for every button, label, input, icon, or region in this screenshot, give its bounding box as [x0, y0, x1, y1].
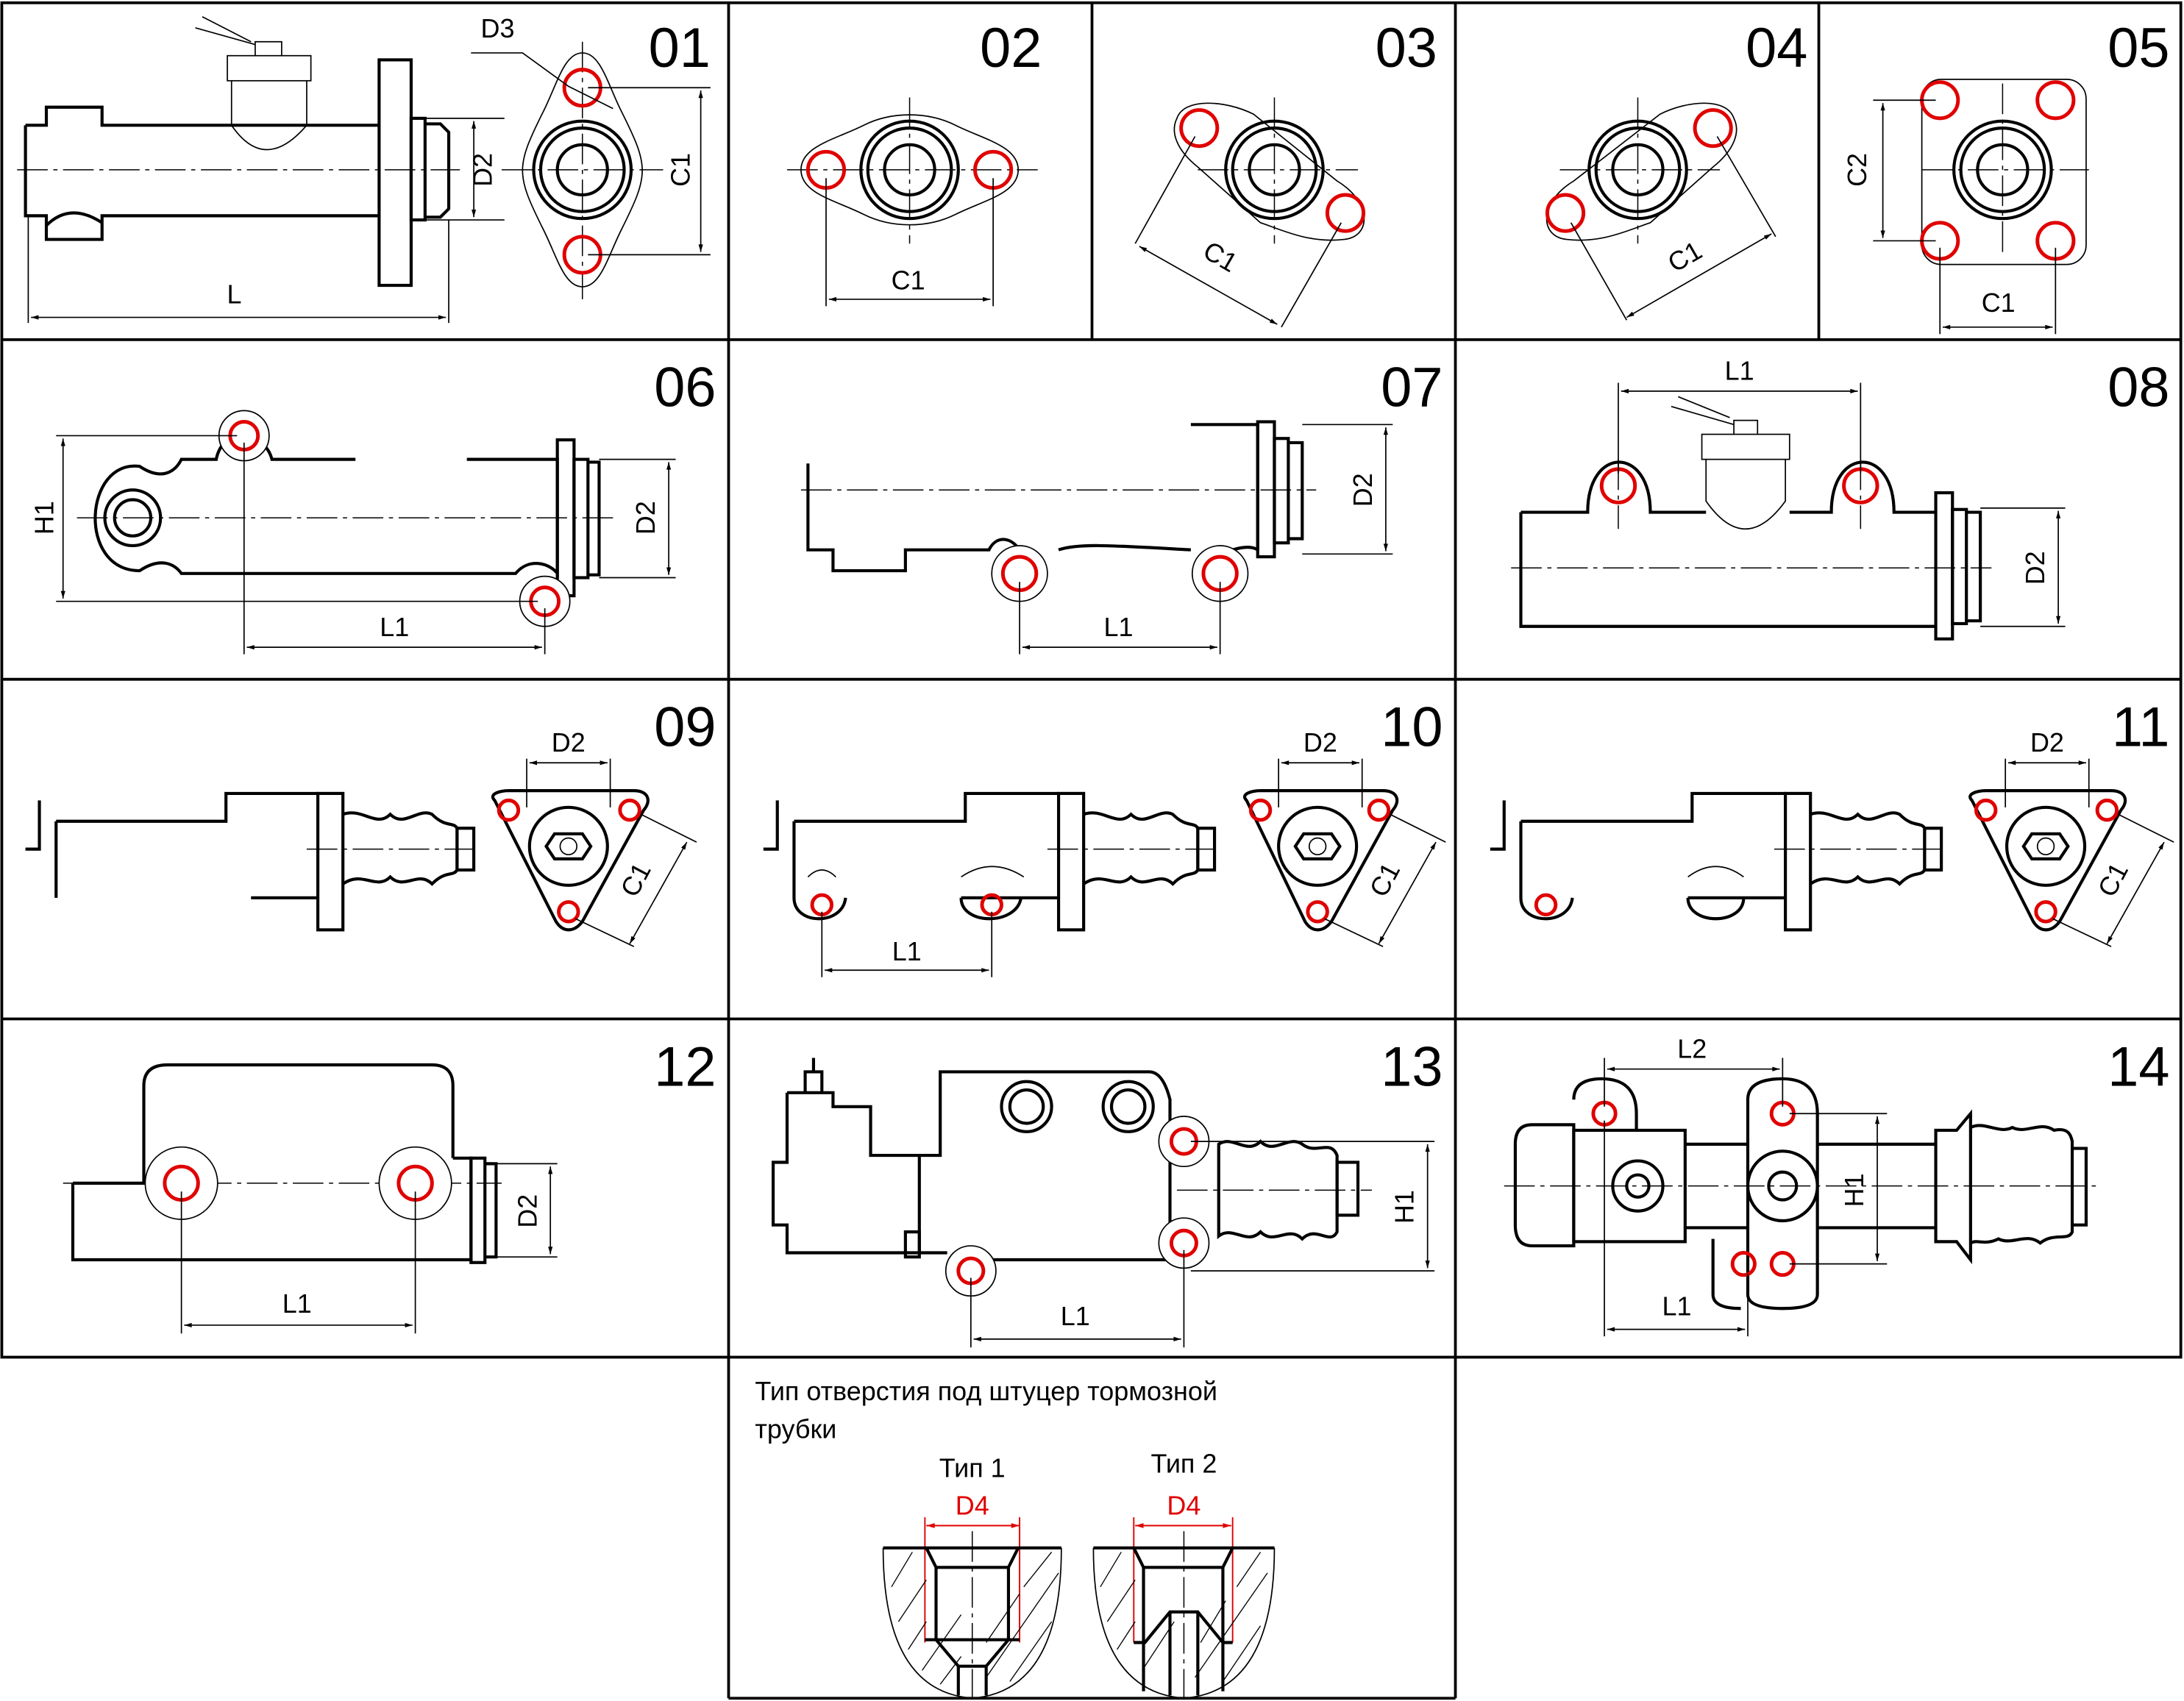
cell-01: 01 D3 D2 C1 L: [17, 13, 711, 324]
type-2-d4: D4: [1167, 1490, 1201, 1520]
dim-d2: D2: [512, 1194, 542, 1228]
dim-l1: L1: [892, 936, 922, 966]
dim-l2: L2: [1677, 1034, 1707, 1064]
type-1-section: Тип 1 D4: [882, 1452, 1062, 1701]
cell-number: 11: [2112, 696, 2170, 759]
mount-hole: [1248, 798, 1273, 822]
cell-11: 11 D2 C1: [1490, 696, 2174, 947]
mount-hole: [1306, 900, 1329, 924]
dim-h1: H1: [1839, 1173, 1869, 1207]
cell-02: 02 C1: [786, 17, 1042, 307]
dim-d2: D2: [552, 727, 586, 757]
cell-14: 14 L2 H1 L1: [1504, 1034, 2170, 1337]
mount-hole: [1179, 108, 1220, 149]
cell-10: 10 L1 D2 C1: [763, 696, 1446, 977]
cell-08: 08 L1 D2: [1511, 356, 2170, 641]
mount-hole: [1325, 193, 1366, 233]
dim-c1: C1: [1662, 235, 1707, 278]
fitting-hole-types: Тип отверстия под штуцер тормозной трубк…: [755, 1376, 1276, 1701]
cell-06: 06 H1 D2 L1: [29, 357, 716, 655]
dim-h1: H1: [1390, 1190, 1420, 1224]
mount-hole: [1974, 798, 1998, 822]
dim-l1: L1: [1725, 356, 1754, 386]
cell-13: 13 H1 L1: [771, 1035, 1443, 1348]
mount-hole: [1367, 798, 1391, 822]
cell-04: 04 C1: [1545, 17, 1807, 321]
cell-number: 03: [1376, 17, 1437, 79]
dim-d3: D3: [481, 13, 515, 43]
dim-c1: C1: [1363, 857, 1406, 902]
cell-number: 07: [1381, 357, 1443, 419]
dim-l1: L1: [1061, 1301, 1090, 1331]
cell-number: 10: [1381, 696, 1443, 759]
dim-l1: L1: [282, 1288, 312, 1319]
dim-c1: C1: [665, 153, 695, 187]
mount-hole: [810, 893, 834, 917]
dim-d2: D2: [2030, 727, 2064, 757]
dim-l1: L1: [380, 612, 409, 642]
cell-number: 13: [1381, 1035, 1443, 1098]
type-1-label: Тип 1: [939, 1452, 1006, 1483]
section-title-cont: трубки: [755, 1413, 836, 1444]
dim-d2: D2: [630, 501, 661, 535]
cell-number: 01: [649, 17, 711, 79]
mount-hole: [497, 798, 521, 822]
cell-number: 09: [654, 696, 716, 759]
cell-05: 05 C2 C1: [1842, 17, 2170, 335]
cell-number: 04: [1746, 17, 1807, 79]
type-1-d4: D4: [956, 1490, 989, 1520]
mount-hole: [1730, 1251, 1757, 1277]
dim-d2: D2: [1303, 727, 1337, 757]
dim-l1: L1: [1662, 1291, 1691, 1322]
cell-07: 07 L1 D2: [800, 357, 1443, 655]
section-title: Тип отверстия под штуцер тормозной: [755, 1376, 1217, 1406]
dim-c2: C2: [1842, 153, 1872, 187]
mount-hole: [1693, 108, 1733, 149]
cell-number: 14: [2107, 1035, 2169, 1098]
dim-d2: D2: [2020, 551, 2050, 585]
cell-12: 12 L1 D2: [63, 1035, 716, 1334]
dim-h1: H1: [29, 501, 59, 535]
mount-hole: [1545, 193, 1586, 233]
cell-number: 05: [2107, 17, 2169, 79]
type-2-label: Тип 2: [1150, 1449, 1217, 1479]
mount-hole: [1534, 893, 1558, 917]
cell-09: 09 D2 C1: [25, 696, 716, 947]
mount-hole: [618, 798, 641, 822]
cell-number: 02: [980, 17, 1042, 79]
mount-hole: [2034, 900, 2057, 924]
dim-l: L: [227, 279, 242, 310]
dim-c1: C1: [2091, 857, 2134, 902]
cell-number: 12: [654, 1035, 716, 1098]
dim-c1: C1: [614, 857, 657, 902]
mount-hole: [2035, 80, 2076, 121]
cell-03: 03 C1: [1134, 17, 1437, 328]
dim-d2: D2: [1348, 473, 1378, 507]
mount-hole: [557, 900, 580, 924]
dim-l1: L1: [1103, 612, 1133, 642]
cell-number: 06: [654, 357, 716, 419]
cell-number: 08: [2107, 357, 2169, 419]
dim-c1: C1: [1198, 235, 1242, 278]
dim-c1: C1: [1982, 288, 2016, 318]
dim-c1: C1: [892, 265, 925, 296]
dim-d2: D2: [468, 153, 498, 187]
mount-hole: [2095, 798, 2119, 822]
type-2-section: Тип 2 D4: [1092, 1449, 1276, 1701]
